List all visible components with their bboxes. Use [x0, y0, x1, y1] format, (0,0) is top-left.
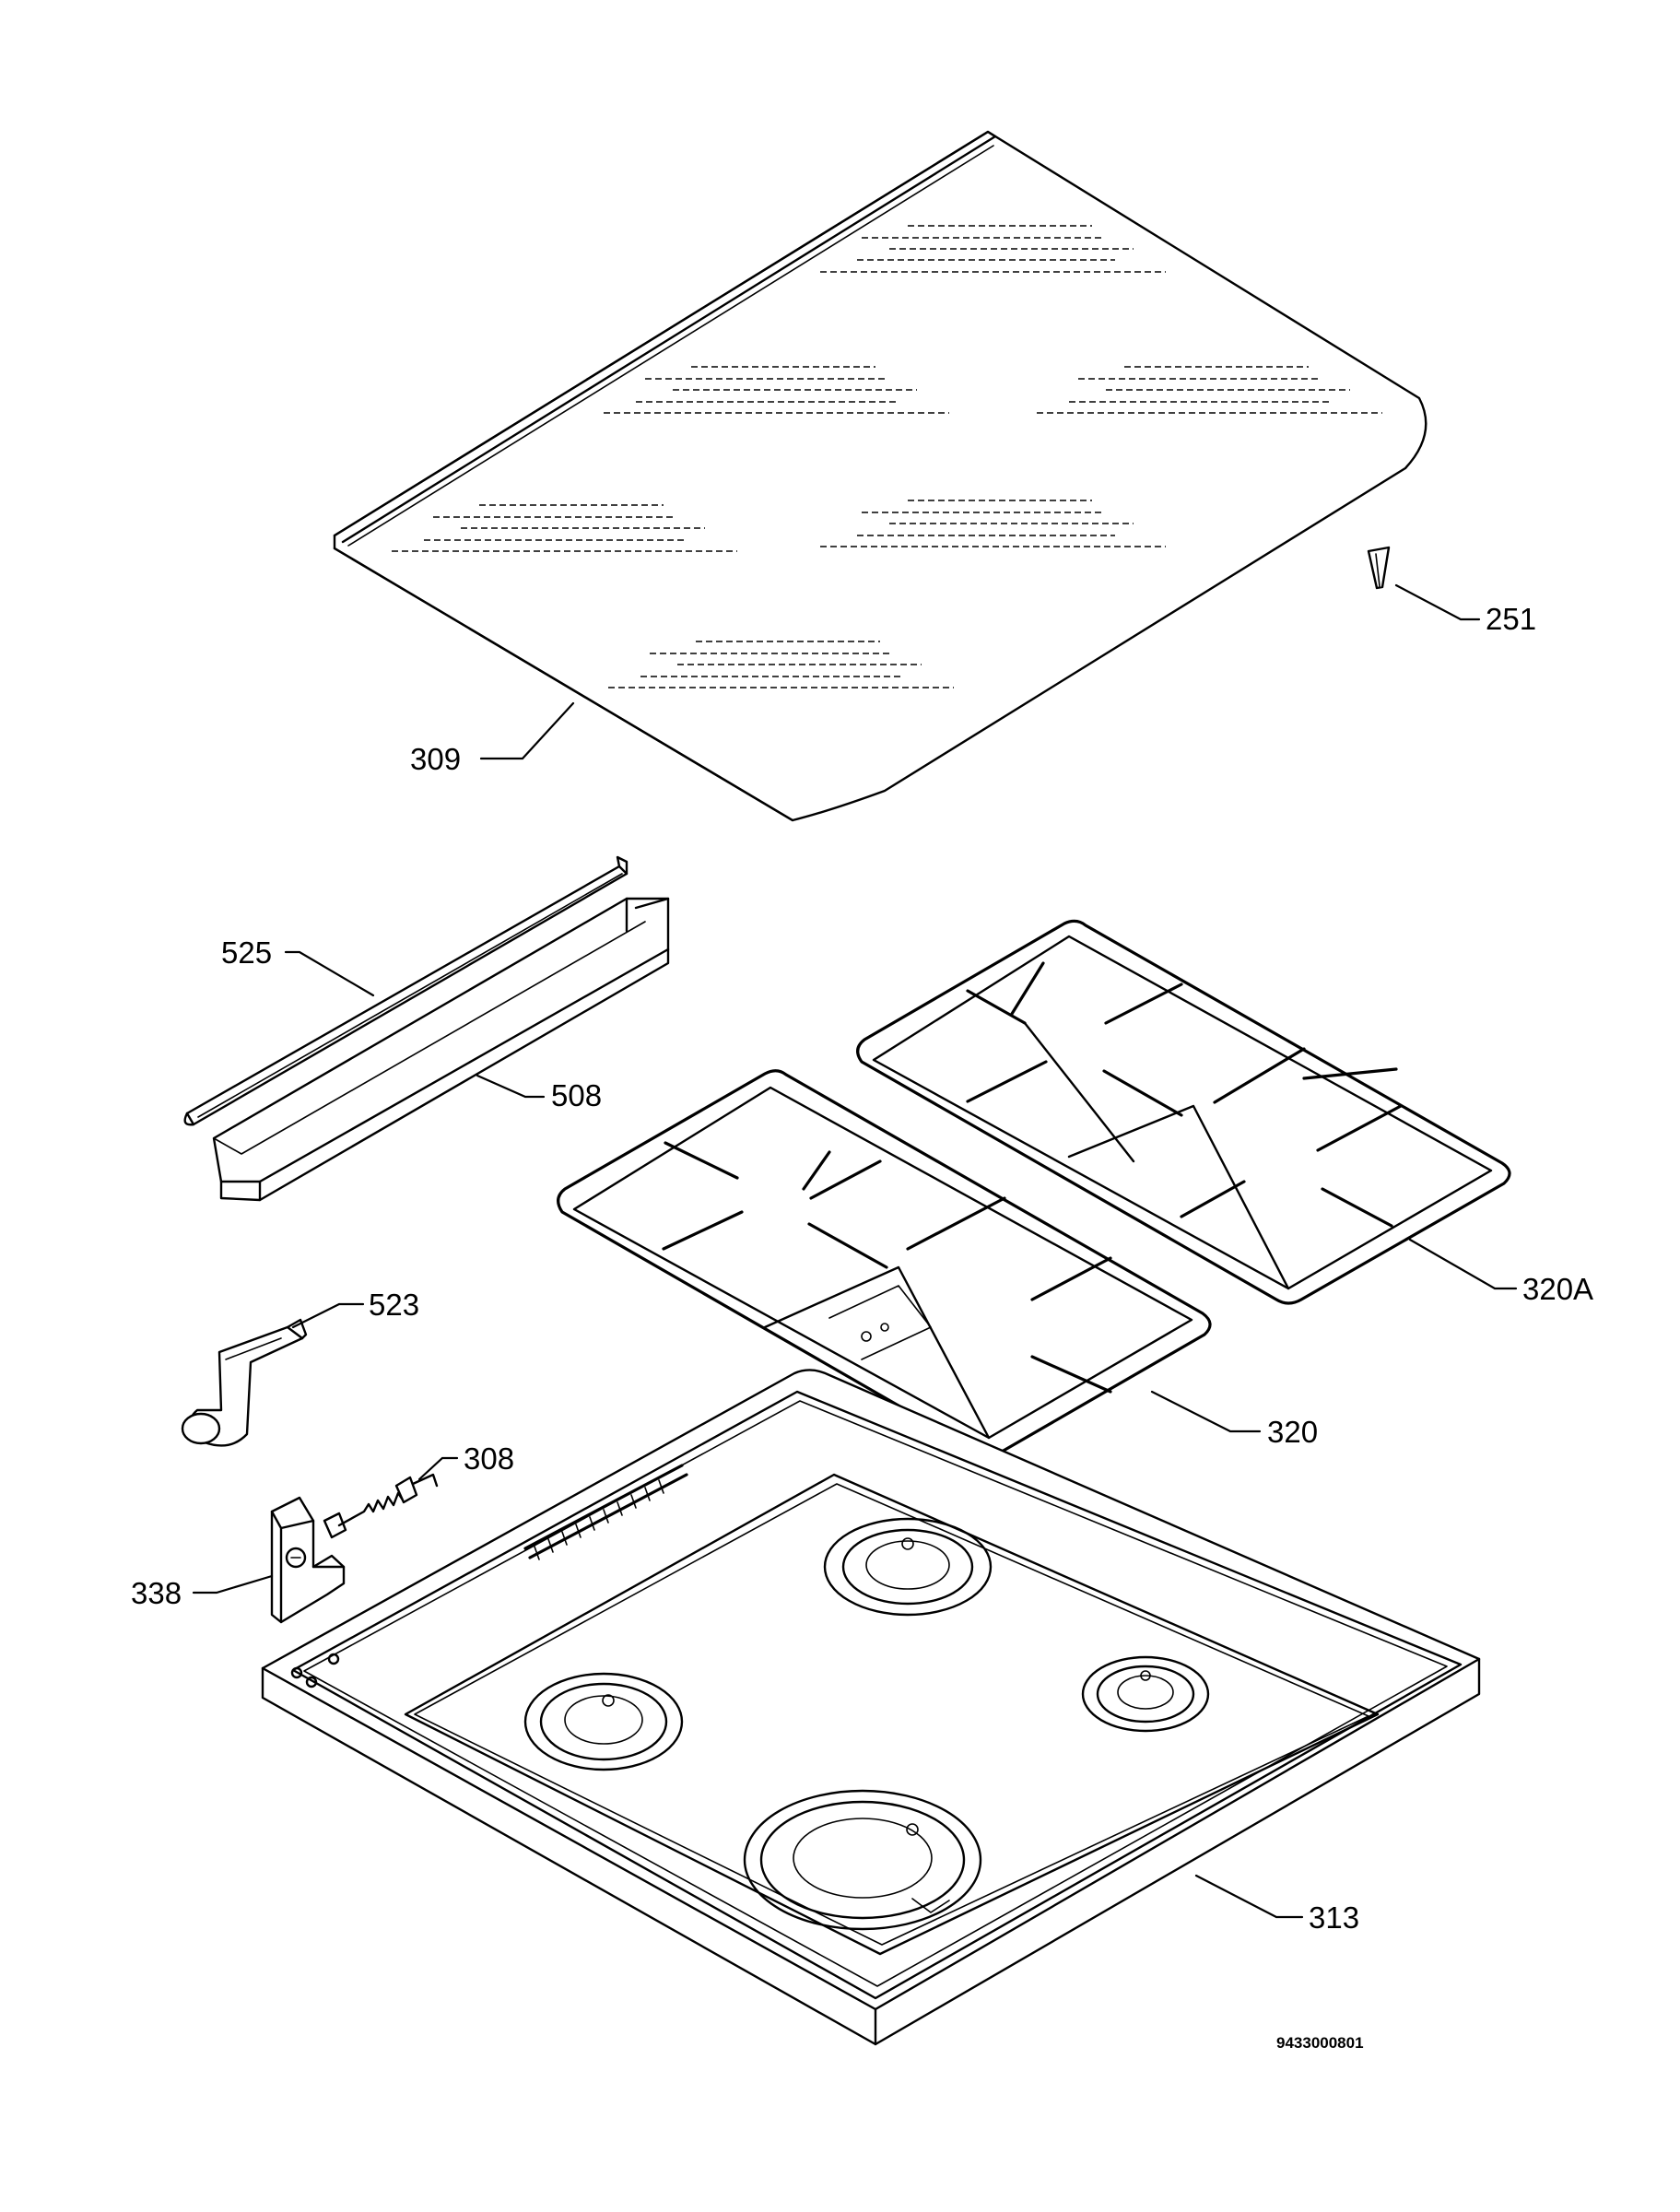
part-label-308: 308	[464, 1441, 514, 1476]
control-knob-523[interactable]	[181, 1318, 308, 1447]
part-label-338: 338	[131, 1576, 182, 1610]
part-labels: 309 251 525 508 523 308 338 320A 320 313…	[131, 602, 1593, 2052]
rail-profile-525[interactable]	[183, 855, 629, 1126]
burner-seat-left	[523, 1672, 684, 1771]
part-label-251: 251	[1486, 602, 1536, 636]
rubber-plug-251[interactable]	[1367, 546, 1391, 590]
rail-profile-508[interactable]	[212, 897, 670, 1202]
part-label-313: 313	[1309, 1900, 1359, 1935]
pan-support-320A[interactable]	[856, 919, 1511, 1305]
drawing-code: 9433000801	[1276, 2034, 1364, 2052]
thermocouple-308[interactable]	[323, 1473, 439, 1539]
burner-seat-front	[743, 1789, 982, 1931]
part-label-320A: 320A	[1522, 1272, 1593, 1306]
hob-top-313[interactable]	[261, 1369, 1481, 2046]
mounting-bracket-338[interactable]	[270, 1496, 346, 1624]
leader-lines	[192, 583, 1518, 1919]
part-label-525: 525	[221, 935, 272, 970]
glass-reflection-marks	[392, 225, 1382, 688]
part-label-309: 309	[410, 742, 461, 776]
burner-seat-right	[1081, 1655, 1210, 1733]
burner-seat-rear	[823, 1517, 993, 1617]
part-label-508: 508	[551, 1078, 602, 1112]
vent-slots	[523, 1464, 688, 1560]
pan-support-320[interactable]	[557, 1069, 1212, 1456]
glass-lid-309[interactable]	[333, 130, 1427, 822]
part-label-523: 523	[369, 1288, 419, 1322]
part-label-320: 320	[1267, 1415, 1318, 1449]
